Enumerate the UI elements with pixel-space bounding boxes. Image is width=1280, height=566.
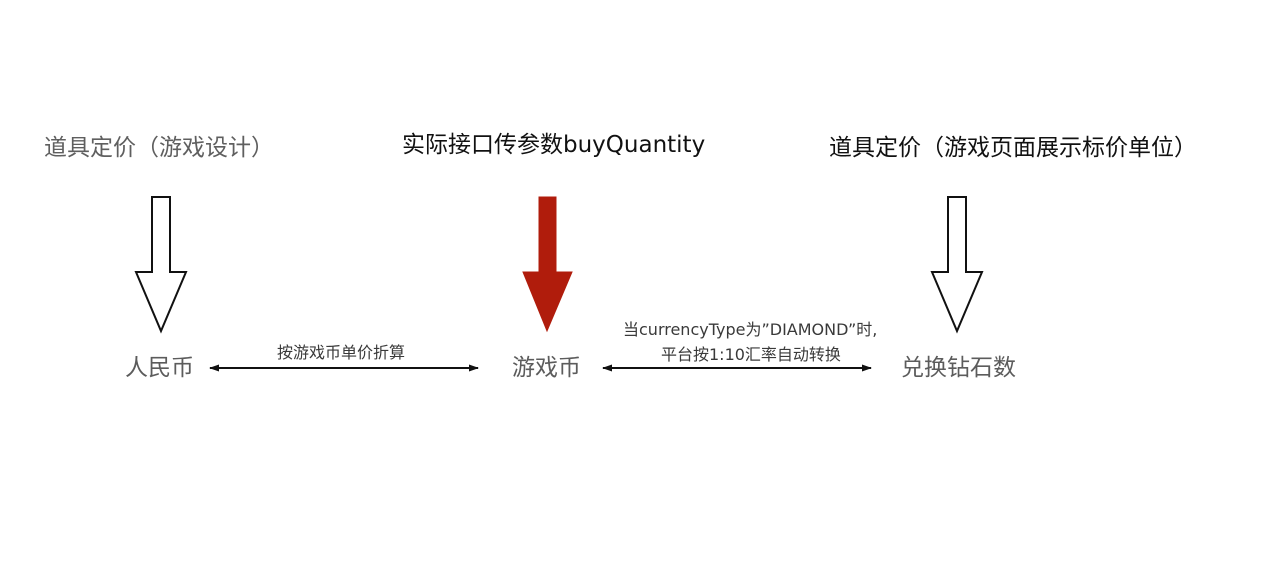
node-game-coin: 游戏币 — [512, 355, 581, 381]
down-arrow-right-icon — [930, 196, 984, 334]
edge-label-coin-diamond-line2: 平台按1:10汇率自动转换 — [661, 345, 841, 364]
header-left: 道具定价（游戏设计） — [44, 135, 274, 161]
header-center: 实际接口传参数buyQuantity — [402, 132, 706, 158]
down-arrow-center-icon — [522, 196, 573, 333]
edge-label-rmb-coin: 按游戏币单价折算 — [277, 343, 406, 362]
header-right: 道具定价（游戏页面展示标价单位） — [829, 135, 1197, 161]
down-arrow-left-icon — [134, 196, 188, 334]
edge-label-coin-diamond-line1: 当currencyType为”DIAMOND”时, — [623, 320, 878, 339]
node-diamond: 兑换钻石数 — [901, 355, 1016, 381]
node-rmb: 人民币 — [125, 355, 194, 381]
